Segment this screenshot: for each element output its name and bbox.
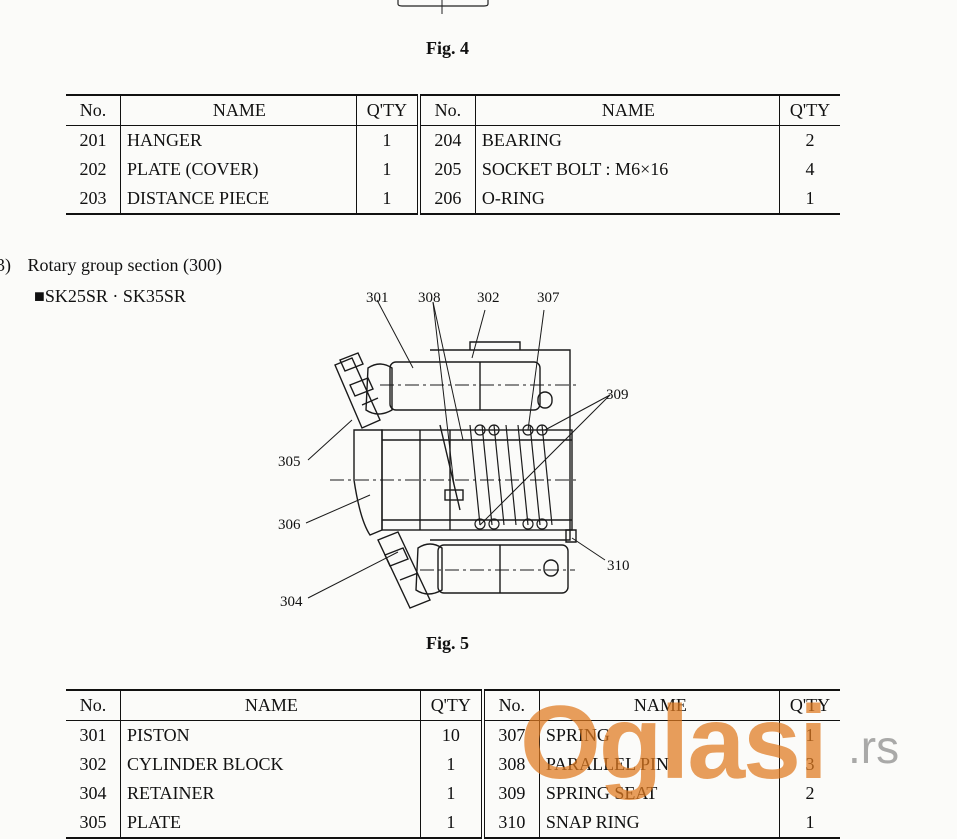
table-row: 305 PLATE 1 310 SNAP RING 1 [66,808,840,838]
section-title: Rotary group section (300) [27,255,222,275]
part-qty: 1 [356,184,421,214]
callout-305: 305 [278,454,301,470]
part-name: SPRING SEAT [539,779,781,808]
col-no: No. [482,690,540,721]
part-no: 206 [418,184,476,214]
col-name: NAME [120,690,421,721]
part-name: CYLINDER BLOCK [120,750,421,779]
fig5-parts-table: No. NAME Q'TY No. NAME Q'TY 301 PISTON 1… [66,689,840,839]
part-qty: 1 [356,155,421,184]
table-header-row: No. NAME Q'TY No. NAME Q'TY [66,690,840,721]
col-qty: Q'TY [420,690,485,721]
parallel-pin [444,489,464,501]
part-no: 310 [482,808,540,838]
part-qty: 1 [805,188,815,208]
part-no: 204 [418,125,476,155]
part-qty: 1 [420,808,485,838]
part-name: HANGER [120,125,357,155]
part-qty: 10 [420,720,485,750]
plate-upper [334,357,381,429]
part-no: 202 [66,155,121,184]
part-no: 308 [482,750,540,779]
part-no: 201 [66,125,121,155]
part-qty: 3 [805,754,815,774]
snap-ring [565,529,577,543]
col-qty: Q'TY [789,695,831,715]
callout-307: 307 [537,290,560,306]
square-bullet-icon: ■ [34,286,45,306]
part-name: RETAINER [120,779,421,808]
fig4-caption: Fig. 4 [426,38,469,58]
part-qty: 1 [805,725,815,745]
part-name: BEARING [475,125,781,155]
spring [469,424,553,530]
model-line: ■SK25SR · SK35SR [34,286,186,307]
callout-304: 304 [280,594,303,610]
table-row: 301 PISTON 10 307 SPRING 1 [66,720,840,750]
part-no: 203 [66,184,121,214]
watermark-suffix: .rs [848,721,900,773]
part-no: 304 [66,779,121,808]
fig4-parts-table: No. NAME Q'TY No. NAME Q'TY 201 HANGER 1… [66,94,840,215]
part-no: 301 [66,720,121,750]
callout-308: 308 [418,290,441,306]
cylinder-block [430,349,571,541]
col-no: No. [418,95,476,126]
piston-upper [389,361,541,411]
table-row: 201 HANGER 1 204 BEARING 2 [66,125,840,155]
part-qty: 1 [420,750,485,779]
col-name: NAME [475,95,781,126]
part-no: 302 [66,750,121,779]
table-header-row: No. NAME Q'TY No. NAME Q'TY [66,95,840,126]
fig5-caption: Fig. 5 [426,633,469,653]
callout-309: 309 [606,387,629,403]
part-qty: 1 [420,779,485,808]
previous-figure-fragment [397,0,489,14]
part-name: SOCKET BOLT : M6×16 [475,155,781,184]
part-no: 307 [482,720,540,750]
part-name: SNAP RING [539,808,781,838]
col-name: NAME [539,690,781,721]
plate-lower [377,531,431,609]
table-row: 203 DISTANCE PIECE 1 206 O-RING 1 [66,184,840,214]
part-name: PISTON [120,720,421,750]
part-name: O-RING [475,184,781,214]
part-name: SPRING [539,720,781,750]
col-name: NAME [120,95,357,126]
col-qty: Q'TY [356,95,421,126]
table-row: 202 PLATE (COVER) 1 205 SOCKET BOLT : M6… [66,155,840,184]
callout-310: 310 [607,558,630,574]
part-name: DISTANCE PIECE [120,184,357,214]
callout-301: 301 [366,290,389,306]
part-name: PLATE (COVER) [120,155,357,184]
part-name: PARALLEL PIN [539,750,781,779]
section-heading: 3) Rotary group section (300) [0,255,222,276]
col-no: No. [66,690,121,721]
part-no: 305 [66,808,121,838]
table-row: 304 RETAINER 1 309 SPRING SEAT 2 [66,779,840,808]
callout-306: 306 [278,517,301,533]
part-qty: 1 [805,812,815,832]
part-name: PLATE [120,808,421,838]
section-number: 3) [0,255,11,275]
part-qty: 4 [805,159,815,179]
part-no: 205 [418,155,476,184]
part-no: 309 [482,779,540,808]
piston-lower [437,544,569,594]
part-qty: 1 [356,125,421,155]
rotary-group-section-drawing: 301 308 302 307 309 305 306 310 304 [278,290,630,610]
col-qty: Q'TY [789,100,831,120]
table-row: 302 CYLINDER BLOCK 1 308 PARALLEL PIN 3 [66,750,840,779]
retainer [353,429,383,536]
part-qty: 2 [805,783,815,803]
col-no: No. [66,95,121,126]
model-name: SK25SR · SK35SR [44,286,186,306]
part-qty: 2 [805,130,815,150]
callout-302: 302 [477,290,500,306]
